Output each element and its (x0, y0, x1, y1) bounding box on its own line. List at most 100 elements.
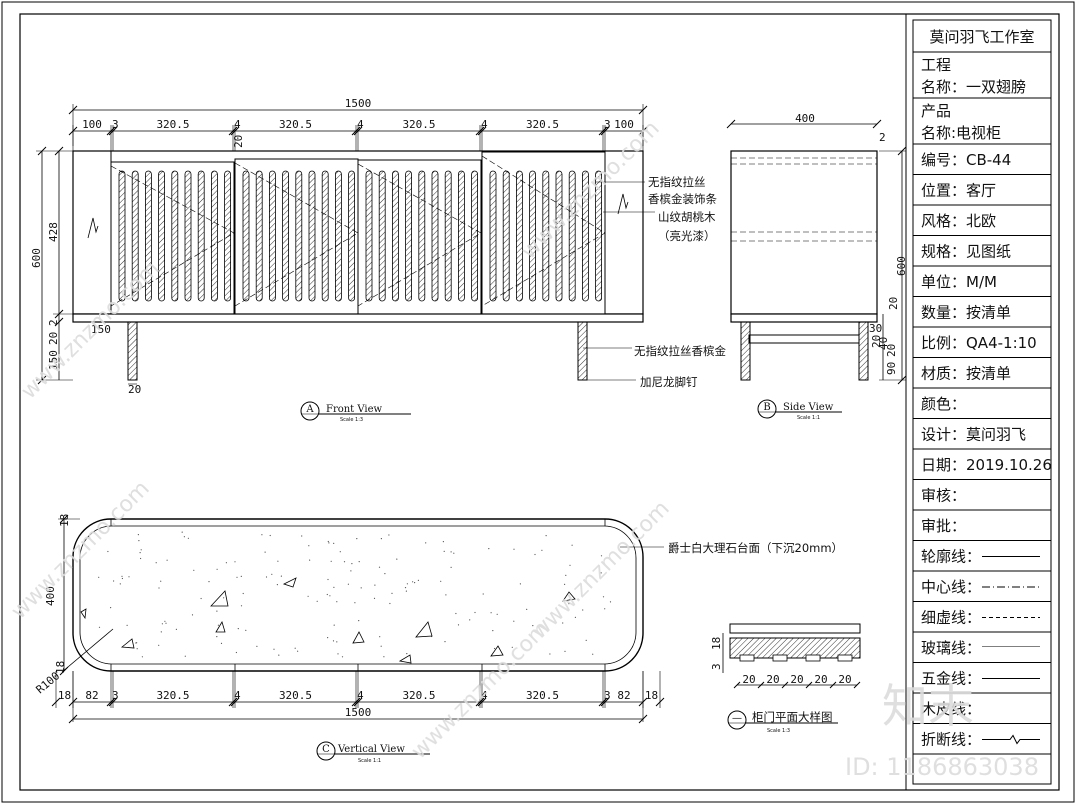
marble-dot (135, 642, 137, 644)
front-seg-label-7: 4 (481, 118, 488, 131)
title-block-legend: 轮廓线：中心线：细虚线：玻璃线：五金线：木皮线：折断线： (913, 548, 1051, 755)
project-name: 名称：一双翅膀 (921, 78, 1026, 96)
title-row-6: 比例：QA4-1:10 (921, 334, 1037, 352)
marble-dot (158, 644, 160, 646)
front-doors (87, 151, 811, 315)
marble-dot (240, 605, 243, 607)
title-row-0: 编号：CB-44 (921, 151, 1011, 169)
marble-dot (121, 575, 123, 577)
marble-dot (383, 656, 385, 658)
marble-dot (297, 650, 299, 652)
marble-speckle (98, 531, 612, 658)
front-door-slot (308, 170, 316, 302)
marble-dot (341, 656, 344, 658)
side-dim-40: 40 (877, 337, 890, 350)
legend-label-3: 玻璃线： (921, 639, 981, 657)
detail-view-title: — 柜门平面大样图 Scale 1:3 (727, 710, 838, 734)
front-width-label: 1500 (345, 97, 372, 110)
legend-label-1: 中心线： (921, 578, 981, 596)
front-door-slot (444, 170, 452, 302)
marble-dot (216, 610, 218, 612)
title-block: 莫问羽飞工作室 工程 名称：一双翅膀 产品 名称:电视柜 编号：CB-44位置：… (905, 13, 1060, 791)
front-door-slot (378, 170, 386, 302)
front-door-slot (595, 170, 602, 302)
marble-dot (309, 559, 311, 561)
side-dim-20a: 20 (887, 297, 900, 310)
vertical-view-name: Vertical View (337, 744, 405, 755)
marble-triangles (80, 577, 576, 664)
marble-dot (406, 583, 408, 585)
product-label: 产品 (921, 102, 951, 120)
front-door-swing-line (357, 163, 482, 307)
detail-pitch-tick (757, 681, 765, 689)
title-row-5: 数量：按清单 (921, 304, 1011, 322)
front-leg-inset-label: 150 (91, 323, 111, 336)
marble-dot (358, 620, 360, 622)
legend-line-break (982, 734, 1040, 745)
marble-dot (582, 609, 584, 611)
front-door-slot (391, 170, 399, 302)
front-callouts: 无指纹拉丝 香槟金装饰条 山纹胡桃木 （亮光漆） 无指纹拉丝香槟金 加尼龙脚钉 (583, 175, 726, 389)
marble-dot (191, 614, 194, 616)
side-view-title: B Side View Scale 1:1 (757, 399, 842, 421)
marble-dot (183, 536, 185, 538)
marble-dot (585, 639, 587, 642)
front-view-title: A Front View Scale 1:3 (300, 401, 411, 423)
vertical-view-marker: C (322, 744, 330, 755)
marble-dot (271, 573, 273, 575)
marble-dot (336, 641, 338, 643)
marble-dot (406, 653, 408, 655)
front-door-slot (348, 170, 356, 302)
marble-dot (110, 607, 112, 609)
front-door-slot (144, 170, 152, 302)
product-name: 名称:电视柜 (921, 124, 1001, 142)
marble-dot (343, 561, 346, 563)
marble-dot (184, 655, 186, 657)
detail-height-18: 18 (710, 637, 723, 650)
marble-dot (493, 647, 496, 650)
marble-dot (389, 602, 391, 605)
marble-dot (347, 583, 349, 585)
marble-dot (564, 583, 566, 586)
marble-dot (602, 596, 605, 598)
marble-dot (107, 550, 109, 553)
marble-dot (216, 568, 218, 570)
note-leg-nail: 加尼龙脚钉 (640, 375, 698, 389)
marble-dot (166, 559, 168, 561)
marble-dot (220, 642, 223, 645)
marble-dot (384, 573, 386, 575)
marble-dot (354, 602, 356, 604)
marble-dot (316, 600, 318, 602)
marble-dot (350, 570, 352, 572)
marble-dot (404, 587, 407, 589)
side-cabinet-body (730, 150, 878, 315)
side-view-scale: Scale 1:1 (797, 415, 820, 421)
front-door-slot (255, 170, 263, 302)
side-base-rail (730, 313, 878, 323)
top-offset-label: 18 (58, 514, 71, 527)
marble-dot (519, 583, 522, 585)
legend-label-4: 五金线： (921, 670, 981, 688)
front-door-swing-line (481, 155, 606, 307)
detail-view-name: 柜门平面大样图 (752, 710, 833, 724)
top-seg-label-12: 18 (645, 689, 658, 702)
front-door-slot (582, 170, 589, 302)
front-view-marker: A (305, 404, 314, 415)
detail-slot-1 (772, 654, 788, 662)
detail-pitch-label-3: 20 (814, 673, 827, 686)
detail-height-3: 3 (710, 663, 723, 670)
marble-dot (138, 540, 140, 542)
front-height-rail: 20 (47, 332, 60, 345)
front-door-slot (197, 170, 205, 302)
front-door-slot (268, 170, 276, 302)
marble-dot (526, 608, 528, 611)
marble-dot (391, 592, 393, 595)
marble-dot (155, 562, 157, 564)
front-door-slot (502, 170, 510, 302)
marble-dot (208, 581, 210, 583)
marble-dot (333, 586, 335, 589)
